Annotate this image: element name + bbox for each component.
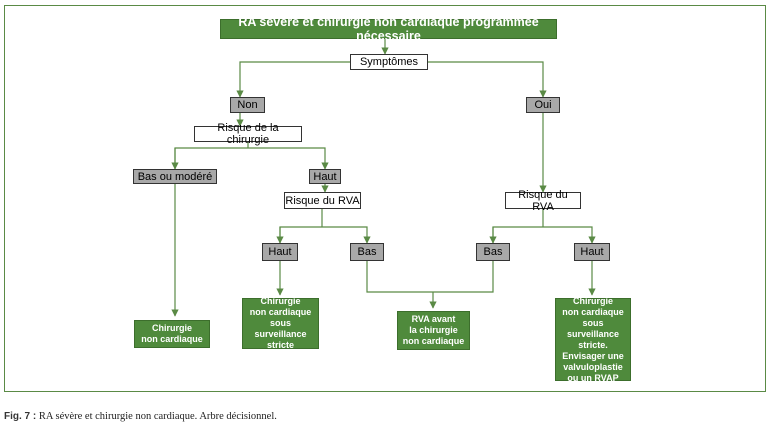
title-box: RA sévère et chirurgie non cardiaque pro… bbox=[220, 15, 557, 43]
node-non: Non bbox=[230, 97, 265, 113]
edge-bas-join bbox=[366, 261, 494, 293]
node-haut-chirurgie: Haut bbox=[309, 169, 341, 184]
edge-rva-left-split bbox=[279, 226, 371, 244]
outcome-chirurgie-non-cardiaque: Chirurgie non cardiaque bbox=[134, 320, 210, 348]
caption-text: RA sévère et chirurgie non cardiaque. Ar… bbox=[36, 411, 277, 422]
figure-caption: Fig. 7 : RA sévère et chirurgie non card… bbox=[4, 411, 277, 422]
edge-symptomes-oui bbox=[428, 61, 547, 98]
node-oui: Oui bbox=[526, 97, 560, 113]
caption-label: Fig. 7 : bbox=[4, 411, 37, 422]
node-bas-ou-modere: Bas ou modéré bbox=[133, 169, 217, 184]
edge-risque-split bbox=[174, 147, 329, 170]
node-risque-chirurgie: Risque de la chirurgie bbox=[194, 122, 302, 146]
outcome-surveillance-valvuloplastie: Chirurgie non cardiaque sous surveillanc… bbox=[555, 296, 631, 383]
node-bas-rva-gauche: Bas bbox=[350, 243, 384, 261]
node-haut-rva-gauche: Haut bbox=[262, 243, 298, 261]
node-risque-rva-droite: Risque du RVA bbox=[505, 189, 581, 213]
node-symptomes: Symptômes bbox=[350, 54, 428, 70]
outcome-surveillance-stricte: Chirurgie non cardiaque sous surveillanc… bbox=[242, 296, 319, 350]
edge-rva-right-split bbox=[492, 226, 596, 244]
outcome-rva-avant: RVA avant la chirurgie non cardiaque bbox=[397, 311, 470, 350]
edge-symptomes-non bbox=[236, 61, 350, 98]
node-bas-rva-droite: Bas bbox=[476, 243, 510, 261]
node-haut-rva-droite: Haut bbox=[574, 243, 610, 261]
diagram-frame bbox=[4, 5, 766, 392]
node-risque-rva-gauche: Risque du RVA bbox=[284, 192, 361, 209]
